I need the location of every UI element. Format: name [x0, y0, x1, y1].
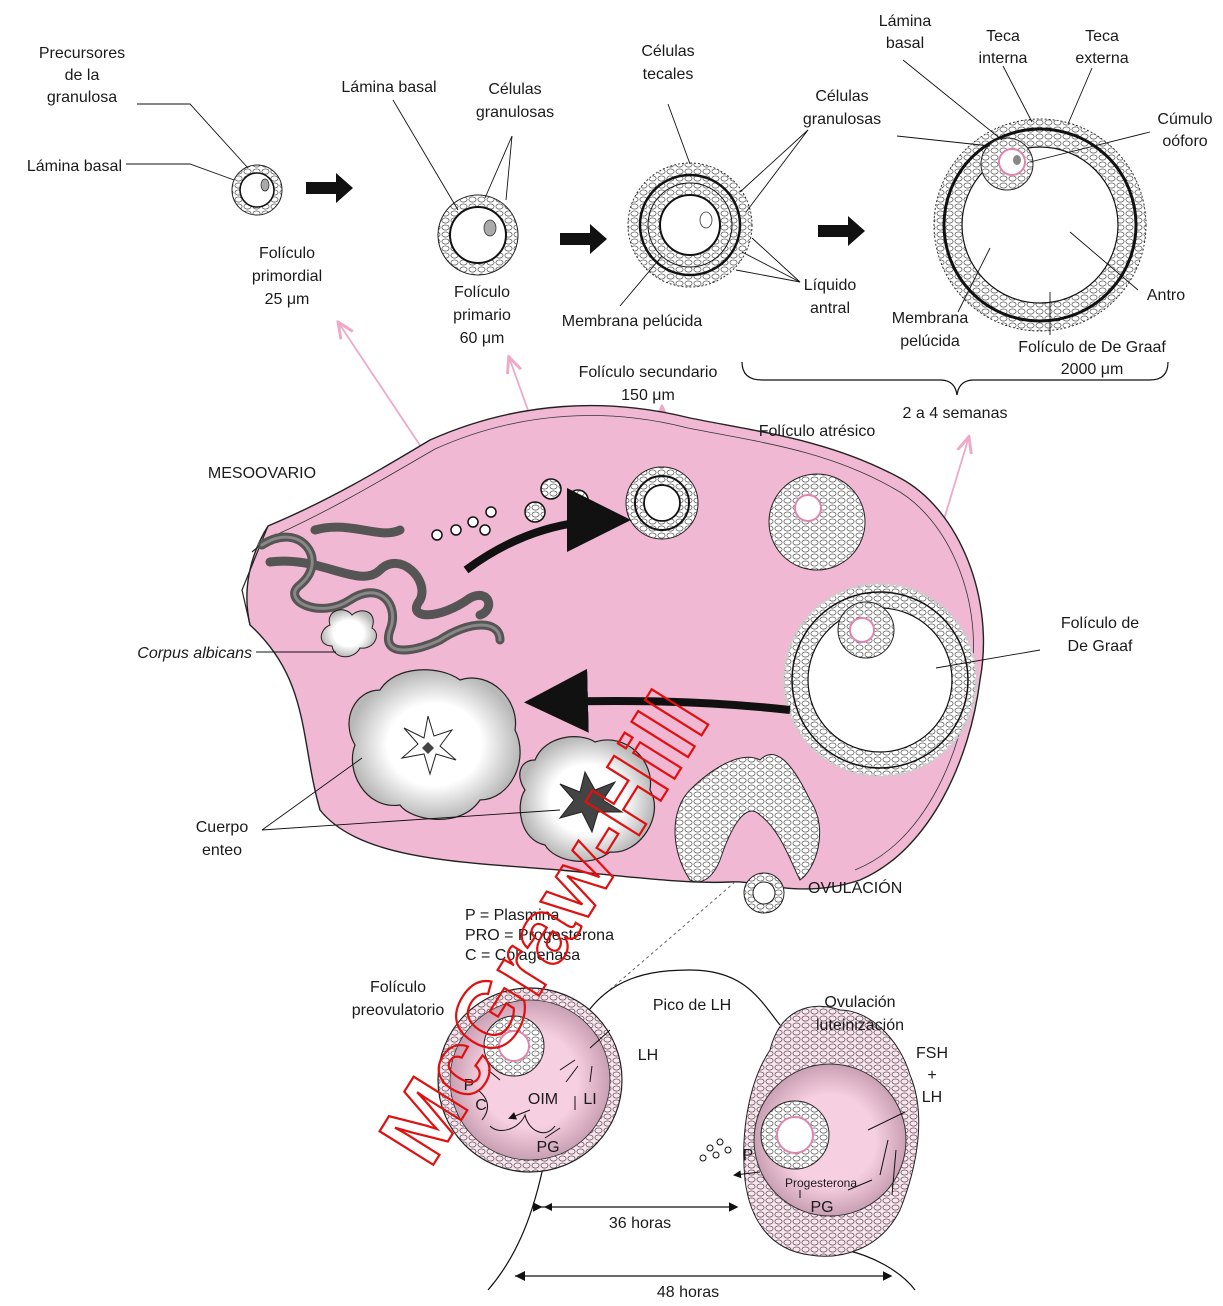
ovulated-oocyte: [744, 873, 784, 913]
corpus-luteum-1: [349, 670, 520, 820]
label-48h: 48 horas: [657, 1284, 719, 1301]
ovary-graafian-follicle: [784, 584, 976, 776]
label-li: LI: [583, 1091, 596, 1108]
label-lamina-basal-1: Lámina basal: [27, 158, 122, 175]
progesterone-dots: [700, 1139, 731, 1161]
label-pg2: PG: [810, 1199, 833, 1216]
label-p2: P: [743, 1147, 754, 1164]
label-36h: 36 horas: [609, 1215, 671, 1232]
label-fsh-lh: FSH+LH: [916, 1045, 948, 1106]
label-pg: PG: [536, 1139, 559, 1156]
primary-follicle: [438, 195, 518, 275]
label-atresico: Folículo atrésico: [759, 423, 876, 440]
atretic-follicle: [769, 474, 865, 570]
label-semanas: 2 a 4 semanas: [903, 405, 1008, 422]
label-mesoovario: MESOOVARIO: [208, 465, 316, 482]
step-arrow-2: [560, 224, 607, 254]
label-pico: Pico de LH: [653, 997, 731, 1014]
luteinizing-follicle: [735, 1006, 919, 1256]
label-lamina-basal-2: Lámina basal: [341, 79, 436, 96]
graafian-follicle-top: [934, 119, 1146, 331]
label-lh: LH: [638, 1047, 658, 1064]
span-36h-start: [544, 1203, 552, 1211]
step-arrow-1: [306, 173, 353, 203]
label-progesterona: Progesterona: [785, 1176, 857, 1190]
primordial-follicle: [232, 165, 282, 215]
label-ovulacion: OVULACIÓN: [808, 878, 902, 897]
span-48h-start: [515, 1271, 525, 1281]
secondary-follicle: [628, 163, 752, 287]
label-membrana-1: Membrana pelúcida: [562, 313, 703, 330]
step-arrow-3: [818, 216, 865, 246]
ovary-secondary-follicle: [626, 467, 698, 539]
label-oim: OIM: [528, 1091, 558, 1108]
label-corpus-albicans: Corpus albicans: [137, 645, 252, 662]
label-antro: Antro: [1147, 287, 1185, 304]
